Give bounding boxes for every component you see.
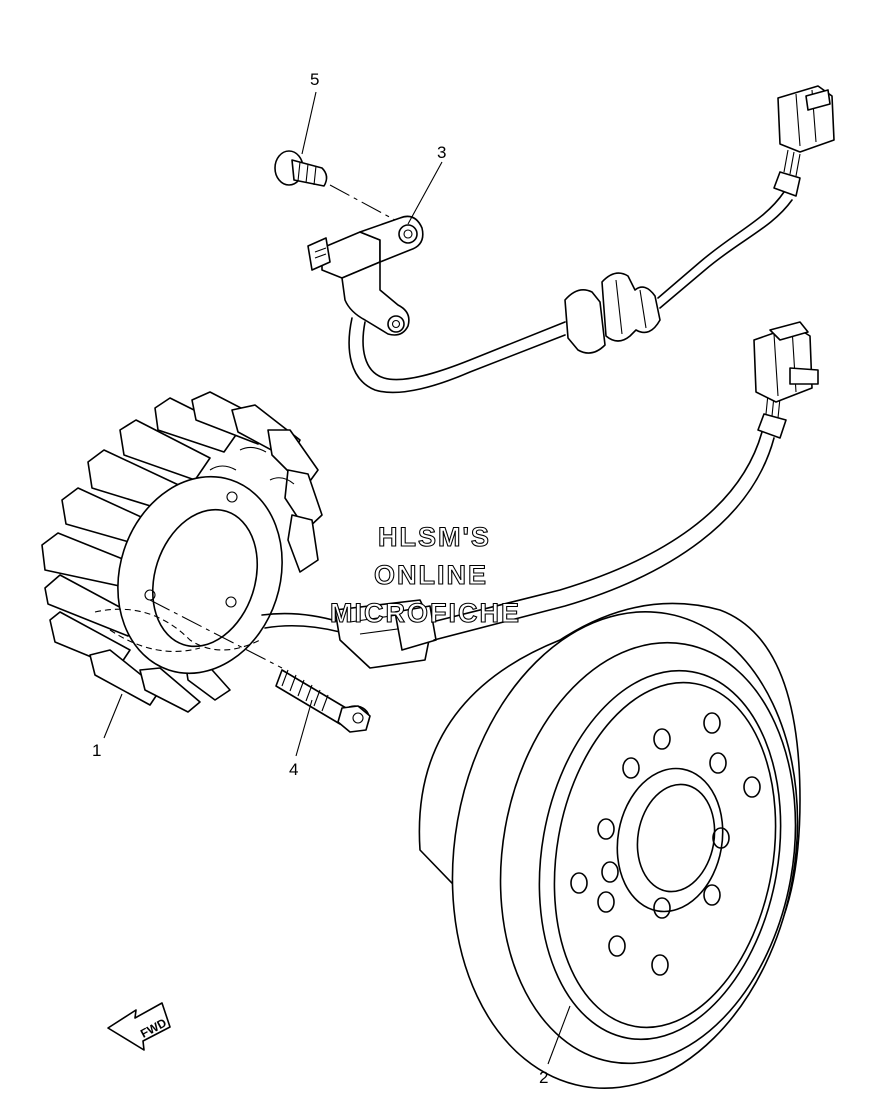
watermark-line-2: ONLINE — [374, 560, 488, 590]
callout-3: 3 — [437, 143, 446, 162]
leader-lines — [103, 91, 571, 1065]
forward-direction-arrow: FWD — [107, 1002, 171, 1051]
screw-part-5 — [274, 150, 396, 221]
stator-harness — [261, 321, 819, 669]
callout-1: 1 — [92, 741, 101, 760]
callout-5: 5 — [310, 70, 319, 89]
watermark-line-1: HLSM'S — [378, 522, 491, 552]
flywheel-part-2 — [418, 602, 801, 1089]
pickup-coil-assembly — [307, 85, 835, 394]
callout-2: 2 — [539, 1068, 548, 1087]
callout-4: 4 — [289, 760, 298, 779]
watermark-line-3: MICROFICHE — [330, 598, 521, 628]
stator-part-1 — [41, 391, 323, 713]
bolt-part-4 — [149, 599, 371, 733]
